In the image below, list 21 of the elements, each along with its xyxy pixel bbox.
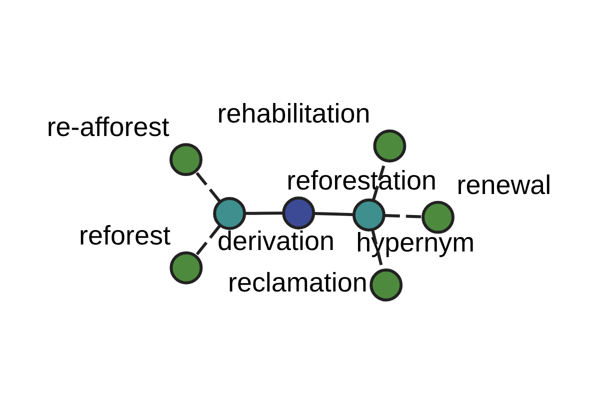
node-label: rehabilitation (217, 98, 370, 128)
node-circle (370, 268, 403, 301)
node-circle (170, 250, 203, 284)
node-label: re-afforest (46, 112, 170, 142)
node-label: hypernym (356, 227, 475, 258)
node-label: reclamation (228, 267, 368, 298)
connector (314, 211, 354, 216)
node-circle (282, 196, 316, 229)
node-circle (213, 196, 246, 230)
connector (246, 211, 283, 214)
node-circle (352, 198, 386, 231)
node-circle (170, 142, 202, 176)
node-label: reforestation (286, 165, 437, 196)
connector (194, 224, 221, 256)
node-label: renewal (456, 169, 552, 200)
node-circle (422, 200, 454, 234)
connector (384, 214, 424, 218)
node-label: reforest (79, 220, 170, 250)
connector (194, 170, 221, 202)
node-label: derivation (218, 226, 334, 256)
node-circle (373, 128, 406, 162)
